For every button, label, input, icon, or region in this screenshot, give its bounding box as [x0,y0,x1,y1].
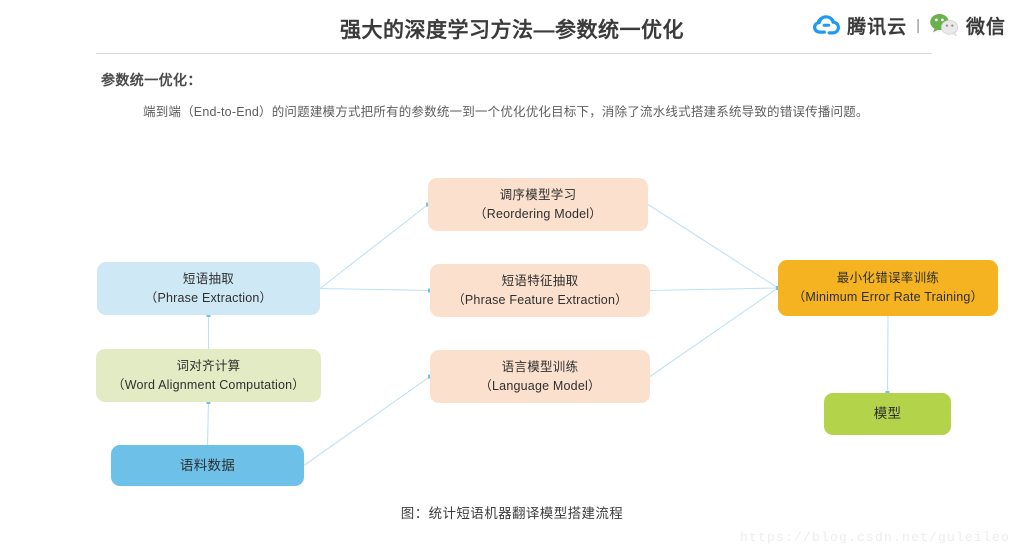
connector-corpus-data-to-language-model [303,376,431,466]
connector-endpoint [206,313,211,317]
flow-node-title: 调序模型学习 [499,187,577,202]
wechat-icon [929,13,959,37]
flow-node-reordering-model: 调序模型学习 （Reordering Model） [428,178,648,231]
figure-caption: 图：统计短语机器翻译模型搭建流程 [400,506,624,521]
flow-node-title: 最小化错误率训练 [836,271,940,285]
flowchart: 短语抽取 （Phrase Extraction） 调序模型学习 （Reordering… [0,150,1024,510]
connector-language-model-to-minimum-error-rate-training [649,287,779,377]
flow-node-subtitle: （Minimum Error Rate Training） [792,290,984,304]
flow-node-title: 语言模型训练 [501,359,579,374]
flow-node-subtitle: （Phrase Feature Extraction） [452,292,628,307]
connector-minimum-error-rate-training-to-model-output [886,315,889,394]
header-divider [96,53,932,54]
connector-corpus-data-to-word-alignment-computation [206,401,210,446]
connector-reordering-model-to-minimum-error-rate-training [647,204,779,289]
flow-node-title: 语料数据 [179,457,236,473]
flow-node-subtitle: （Phrase Extraction） [144,290,273,305]
connector-phrase-feature-extraction-to-minimum-error-rate-training [649,287,779,292]
flow-node-minimum-error-rate-training: 最小化错误率训练 （Minimum Error Rate Training） [778,260,998,316]
page-title: 强大的深度学习方法—参数统一优化 [340,19,684,42]
watermark: https://blog.csdn.net/guleileo [739,530,1010,545]
flow-node-language-model: 语言模型训练 （Language Model） [430,350,650,403]
flow-node-corpus-data: 语料数据 [111,445,304,486]
tencent-cloud-label: 腾讯云 [847,16,908,38]
brand-logos: 腾讯云 | 微信 [813,10,1006,40]
flow-node-title: 模型 [873,406,902,421]
flow-node-subtitle: （Reordering Model） [474,206,602,221]
section-heading: 参数统一优化： [101,72,202,88]
flow-node-subtitle: （Word Alignment Computation） [112,377,305,392]
section-paragraph: 端到端（End-to-End）的问题建模方式把所有的参数统一到一个优化优化目标下… [143,105,869,119]
tencent-cloud-icon [813,14,841,36]
flow-node-title: 短语抽取 [182,271,235,286]
flow-node-title: 词对齐计算 [176,358,241,373]
wechat-label: 微信 [965,16,1006,38]
flow-node-phrase-extraction: 短语抽取 （Phrase Extraction） [97,262,320,315]
connector-phrase-extraction-to-phrase-feature-extraction [319,287,431,292]
flow-node-phrase-feature-extraction: 短语特征抽取 （Phrase Feature Extraction） [430,264,650,317]
flow-node-title: 短语特征抽取 [501,273,579,288]
flow-node-subtitle: （Language Model） [479,378,601,393]
brand-separator: | [916,16,920,34]
flow-node-model-output: 模型 [824,393,951,435]
slide-header: 强大的深度学习方法—参数统一优化 腾讯云 | [0,0,1024,54]
connector-endpoint [206,400,211,404]
flow-node-word-alignment-computation: 词对齐计算 （Word Alignment Computation） [96,349,321,402]
connector-phrase-extraction-to-reordering-model [319,204,429,289]
